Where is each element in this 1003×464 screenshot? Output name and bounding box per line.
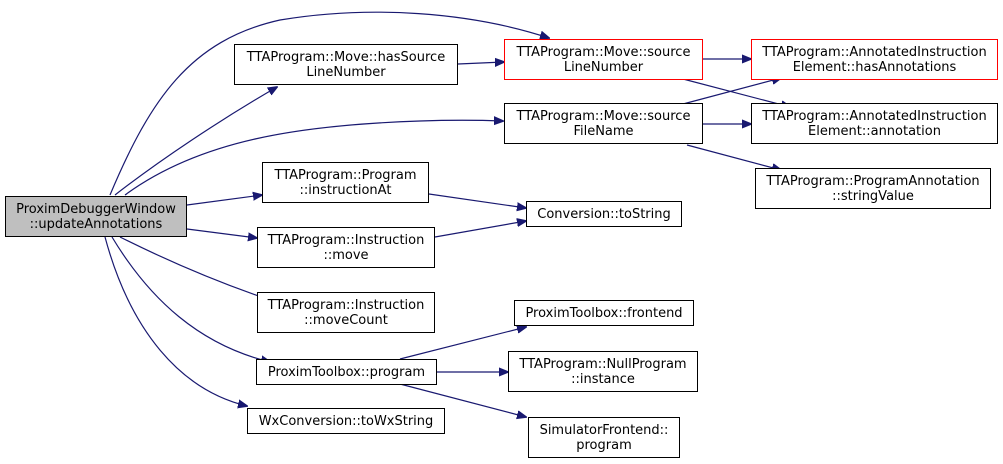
- node-move-count-line-1: TTAProgram::Instruction: [267, 297, 425, 313]
- node-string-value[interactable]: TTAProgram::ProgramAnnotation ::stringVa…: [755, 168, 991, 209]
- node-sim-program-line-2: program: [576, 437, 632, 453]
- edge-root-to-source-line: [109, 11, 549, 196]
- node-program-line-1: ProximToolbox::program: [267, 364, 426, 380]
- node-instr-move[interactable]: TTAProgram::Instruction ::move: [257, 227, 435, 268]
- edge-root-to-instr-move: [186, 228, 257, 238]
- node-source-line-line-1: TTAProgram::Move::source: [516, 44, 691, 60]
- edge-root-to-wx-string: [104, 236, 247, 406]
- node-null-instance-line-2: ::instance: [571, 371, 635, 387]
- node-source-line[interactable]: TTAProgram::Move::source LineNumber: [504, 39, 703, 80]
- node-instr-move-line-1: TTAProgram::Instruction: [267, 232, 425, 248]
- node-wx-string[interactable]: WxConversion::toWxString: [247, 408, 445, 434]
- node-sim-program[interactable]: SimulatorFrontend:: program: [528, 417, 680, 458]
- edge-root-to-program: [111, 236, 270, 362]
- node-sim-program-line-1: SimulatorFrontend::: [539, 422, 669, 438]
- node-to-string-line-1: Conversion::toString: [537, 206, 671, 222]
- node-root: ProximDebuggerWindow ::updateAnnotations: [5, 196, 187, 237]
- node-has-source-line-line-1: TTAProgram::Move::hasSource: [246, 49, 446, 65]
- node-string-value-line-1: TTAProgram::ProgramAnnotation: [766, 173, 980, 189]
- node-source-line-line-2: LineNumber: [563, 59, 644, 75]
- node-has-annotations-line-2: Element::hasAnnotations: [792, 59, 957, 75]
- node-root-line-2: ::updateAnnotations: [29, 216, 163, 232]
- node-source-file[interactable]: TTAProgram::Move::source FileName: [504, 103, 703, 144]
- node-has-annotations[interactable]: TTAProgram::AnnotatedInstruction Element…: [751, 39, 998, 80]
- node-frontend[interactable]: ProximToolbox::frontend: [514, 300, 694, 326]
- node-to-string[interactable]: Conversion::toString: [526, 201, 682, 227]
- node-instruction-at-line-2: ::instructionAt: [299, 182, 392, 198]
- edge-root-to-source-file: [124, 120, 503, 196]
- node-null-instance-line-1: TTAProgram::NullProgram: [519, 356, 687, 372]
- node-annotation-line-1: TTAProgram::AnnotatedInstruction: [762, 108, 987, 124]
- edge-source-file-to-string-value: [686, 144, 781, 170]
- node-instruction-at-line-1: TTAProgram::Program: [274, 167, 417, 183]
- node-frontend-line-1: ProximToolbox::frontend: [525, 305, 683, 321]
- edge-instruction-at-to-to-string: [428, 193, 526, 208]
- node-instruction-at[interactable]: TTAProgram::Program ::instructionAt: [262, 162, 429, 203]
- node-move-count[interactable]: TTAProgram::Instruction ::moveCount: [257, 292, 435, 333]
- edge-program-to-frontend: [399, 327, 526, 360]
- node-root-line-1: ProximDebuggerWindow: [16, 201, 176, 217]
- node-annotation-line-2: Element::annotation: [808, 123, 941, 139]
- node-source-file-line-2: FileName: [573, 123, 634, 139]
- node-program[interactable]: ProximToolbox::program: [256, 359, 437, 385]
- node-has-source-line[interactable]: TTAProgram::Move::hasSource LineNumber: [234, 44, 458, 85]
- node-wx-string-line-1: WxConversion::toWxString: [258, 413, 434, 429]
- edge-has-source-line-to-source-line: [457, 62, 504, 64]
- edge-program-to-sim-program: [399, 383, 526, 417]
- node-has-source-line-line-2: LineNumber: [306, 64, 386, 80]
- edge-root-to-has-source-line: [114, 87, 277, 196]
- edge-root-to-move-count: [119, 236, 270, 300]
- edge-instr-move-to-to-string: [434, 221, 526, 238]
- edge-root-to-instruction-at: [186, 195, 262, 206]
- node-source-file-line-1: TTAProgram::Move::source: [516, 108, 691, 124]
- node-instr-move-line-2: ::move: [323, 247, 369, 263]
- edge-source-file-to-has-annotations: [682, 78, 781, 105]
- node-null-instance[interactable]: TTAProgram::NullProgram ::instance: [508, 351, 698, 392]
- node-annotation[interactable]: TTAProgram::AnnotatedInstruction Element…: [751, 103, 998, 144]
- node-string-value-line-2: ::stringValue: [832, 188, 914, 204]
- node-move-count-line-2: ::moveCount: [304, 312, 388, 328]
- edge-source-line-to-annotation: [682, 78, 790, 107]
- node-has-annotations-line-1: TTAProgram::AnnotatedInstruction: [762, 44, 987, 60]
